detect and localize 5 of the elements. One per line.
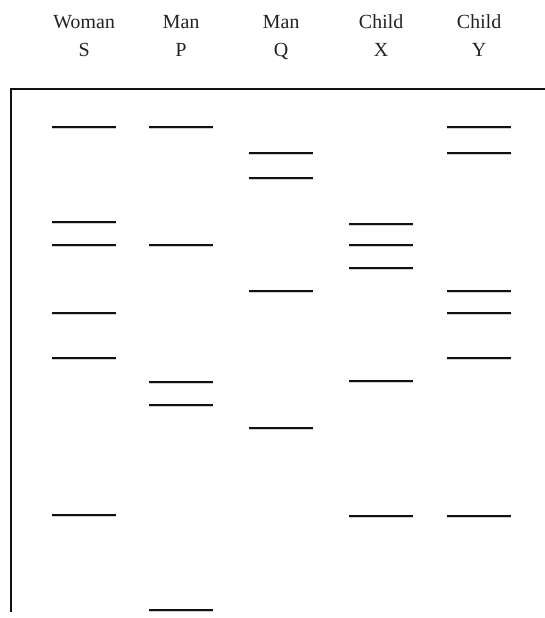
lane-label: Man Q [262,10,300,63]
lane-label: Child X [358,10,404,63]
lane-label: Man P [162,10,200,63]
lane-label: Child Y [456,10,502,63]
lane-label: Woman S [53,10,115,63]
